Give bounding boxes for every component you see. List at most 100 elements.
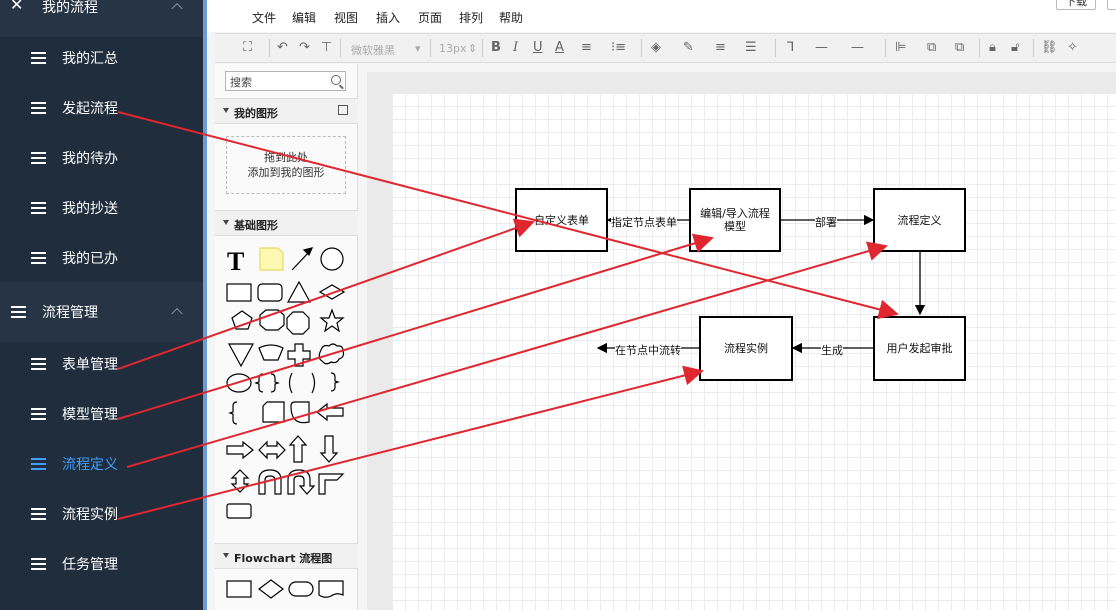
section-title: Flowchart 流程图 bbox=[234, 552, 333, 565]
shape-search-input[interactable]: 搜索 bbox=[225, 71, 346, 91]
unlock-icon[interactable]: 🔓︎ bbox=[1011, 40, 1020, 55]
wrench-icon: ✕ bbox=[10, 0, 24, 14]
download-button[interactable]: 下载 bbox=[1056, 0, 1096, 10]
search-icon[interactable] bbox=[331, 75, 341, 85]
sidebar-item-flow-define[interactable]: 流程定义 bbox=[0, 439, 203, 489]
chevron-up-icon bbox=[171, 307, 183, 320]
sidebar-item-summary[interactable]: 我的汇总 bbox=[0, 33, 203, 83]
italic-icon[interactable]: I bbox=[513, 40, 519, 55]
font-color-icon[interactable]: A bbox=[555, 40, 564, 55]
magic-wand-icon[interactable]: ✧ bbox=[1067, 40, 1078, 55]
canvas-area[interactable]: 自定义表单 编辑/导入流程模型 流程定义 用户发起审批 流程实例 指定节点表单 … bbox=[367, 72, 1116, 610]
collapse-icon bbox=[223, 220, 229, 225]
sidebar-item-task-manage[interactable]: 任务管理 bbox=[0, 539, 203, 589]
sidebar-item-label: 表单管理 bbox=[62, 357, 118, 373]
menu-bar: 文件 编辑 视图 插入 页面 排列 帮助 下载 bbox=[207, 0, 1116, 32]
section-my-shapes[interactable]: 我的图形 bbox=[215, 98, 358, 124]
line-dash-icon[interactable]: ☰ bbox=[745, 40, 757, 55]
font-size-stepper[interactable]: ⇕ bbox=[468, 42, 478, 55]
sidebar-group-label: 流程管理 bbox=[42, 305, 98, 321]
section-basic-shapes[interactable]: 基础图形 bbox=[215, 210, 358, 236]
my-shapes-dropzone[interactable]: 拖到此处 添加到我的图形 bbox=[226, 136, 346, 194]
sidebar-item-cc[interactable]: 我的抄送 bbox=[0, 183, 203, 233]
menu-help[interactable]: 帮助 bbox=[499, 11, 524, 25]
list-icon bbox=[31, 202, 46, 214]
sidebar-item-label: 我的待办 bbox=[62, 151, 118, 167]
sidebar-item-flow-instance[interactable]: 流程实例 bbox=[0, 489, 203, 539]
extra-button[interactable] bbox=[1107, 0, 1116, 10]
bring-front-icon[interactable]: ⧉ bbox=[927, 40, 937, 55]
node-custom-form[interactable]: 自定义表单 bbox=[515, 188, 608, 252]
underline-icon[interactable]: U bbox=[533, 40, 543, 55]
sidebar-item-label: 模型管理 bbox=[62, 407, 118, 423]
shapes-panel: 搜索 我的图形 拖到此处 添加到我的图形 基础图形 T bbox=[215, 64, 358, 610]
dropzone-line-1: 拖到此处 bbox=[264, 151, 308, 164]
line-width-icon[interactable]: ≡ bbox=[715, 40, 726, 55]
menu-page[interactable]: 页面 bbox=[418, 11, 443, 25]
dropzone-line-2: 添加到我的图形 bbox=[247, 166, 325, 179]
connector-icon[interactable]: ⅂ bbox=[787, 40, 795, 55]
list-icon bbox=[31, 408, 46, 420]
list-icon bbox=[31, 152, 46, 164]
flowchart-shapes-palette[interactable] bbox=[215, 575, 358, 605]
sidebar-item-label: 我的抄送 bbox=[62, 201, 118, 217]
node-flow-instance[interactable]: 流程实例 bbox=[699, 316, 793, 381]
menu-view[interactable]: 视图 bbox=[334, 11, 359, 25]
format-painter-icon[interactable]: ⊤ bbox=[321, 40, 333, 55]
align-left-icon[interactable]: ⊫ bbox=[895, 40, 907, 55]
list-icon bbox=[31, 358, 46, 370]
sidebar-item-todo[interactable]: 我的待办 bbox=[0, 133, 203, 183]
sidebar-item-start-flow[interactable]: 发起流程 bbox=[0, 83, 203, 133]
sidebar-item-done[interactable]: 我的已办 bbox=[0, 233, 203, 283]
list-icon bbox=[31, 52, 46, 64]
menu-file[interactable]: 文件 bbox=[252, 11, 277, 25]
bold-icon[interactable]: B bbox=[491, 40, 501, 55]
sidebar-item-label: 发起流程 bbox=[62, 101, 118, 117]
undo-icon[interactable]: ↶ bbox=[277, 40, 288, 55]
toolbar-divider bbox=[482, 39, 483, 57]
sidebar-group-flow-manage[interactable]: 流程管理 bbox=[0, 282, 203, 342]
edit-icon[interactable] bbox=[338, 105, 348, 115]
list-icon bbox=[31, 458, 46, 470]
section-flowchart[interactable]: Flowchart 流程图 bbox=[215, 543, 358, 569]
toolbar-divider bbox=[885, 39, 886, 57]
chevron-up-icon bbox=[171, 2, 183, 15]
send-back-icon[interactable]: ⧉ bbox=[955, 40, 965, 55]
font-size-select[interactable]: 13px bbox=[439, 42, 467, 55]
node-edit-import-model[interactable]: 编辑/导入流程模型 bbox=[689, 188, 781, 252]
diagram-canvas[interactable]: 自定义表单 编辑/导入流程模型 流程定义 用户发起审批 流程实例 指定节点表单 … bbox=[392, 93, 1116, 610]
edge-label-deploy: 部署 bbox=[815, 214, 837, 230]
sidebar-item-label: 流程实例 bbox=[62, 507, 118, 523]
sidebar: ✕ 我的流程 我的汇总 发起流程 我的待办 我的抄送 我的已办 流程管理 bbox=[0, 0, 203, 610]
toolbar: ⛶ ↶ ↷ ⊤ 微软雅黑 ▾ 13px ⇕ B I U A ≡ ⁝≡ ◈ ✎ ≡… bbox=[215, 33, 1116, 63]
sidebar-item-model-manage[interactable]: 模型管理 bbox=[0, 389, 203, 439]
node-flow-definition[interactable]: 流程定义 bbox=[873, 188, 966, 252]
menu-edit[interactable]: 编辑 bbox=[292, 11, 317, 25]
sidebar-item-form-manage[interactable]: 表单管理 bbox=[0, 339, 203, 389]
line-spacing-icon[interactable]: ⁝≡ bbox=[611, 40, 627, 55]
basic-shapes-palette[interactable]: T bbox=[215, 236, 358, 536]
font-family-select[interactable]: 微软雅黑 bbox=[351, 44, 395, 57]
sidebar-group-my-flow[interactable]: ✕ 我的流程 bbox=[0, 0, 203, 37]
redo-icon[interactable]: ↷ bbox=[299, 40, 310, 55]
end-arrow-icon[interactable]: — bbox=[851, 40, 864, 55]
toolbar-divider bbox=[1033, 39, 1034, 57]
line-color-icon[interactable]: ✎ bbox=[683, 40, 694, 55]
edge-label-generate: 生成 bbox=[821, 342, 843, 358]
list-icon bbox=[31, 558, 46, 570]
link-icon[interactable]: ⛓ bbox=[1041, 40, 1058, 55]
menu-insert[interactable]: 插入 bbox=[376, 11, 401, 25]
collapse-icon bbox=[223, 553, 229, 558]
menu-arrange[interactable]: 排列 bbox=[459, 11, 484, 25]
fill-color-icon[interactable]: ◈ bbox=[651, 40, 661, 55]
sidebar-group-label: 我的流程 bbox=[42, 0, 98, 16]
list-icon bbox=[11, 306, 26, 318]
align-icon[interactable]: ≡ bbox=[581, 40, 592, 55]
list-icon bbox=[31, 102, 46, 114]
node-user-start-approval[interactable]: 用户发起审批 bbox=[873, 316, 966, 381]
lock-icon[interactable]: 🔒︎ bbox=[989, 40, 996, 55]
list-icon bbox=[31, 252, 46, 264]
start-arrow-icon[interactable]: — bbox=[815, 40, 828, 55]
pointer-icon[interactable]: ⛶ bbox=[243, 40, 253, 55]
toolbar-divider bbox=[340, 39, 341, 57]
